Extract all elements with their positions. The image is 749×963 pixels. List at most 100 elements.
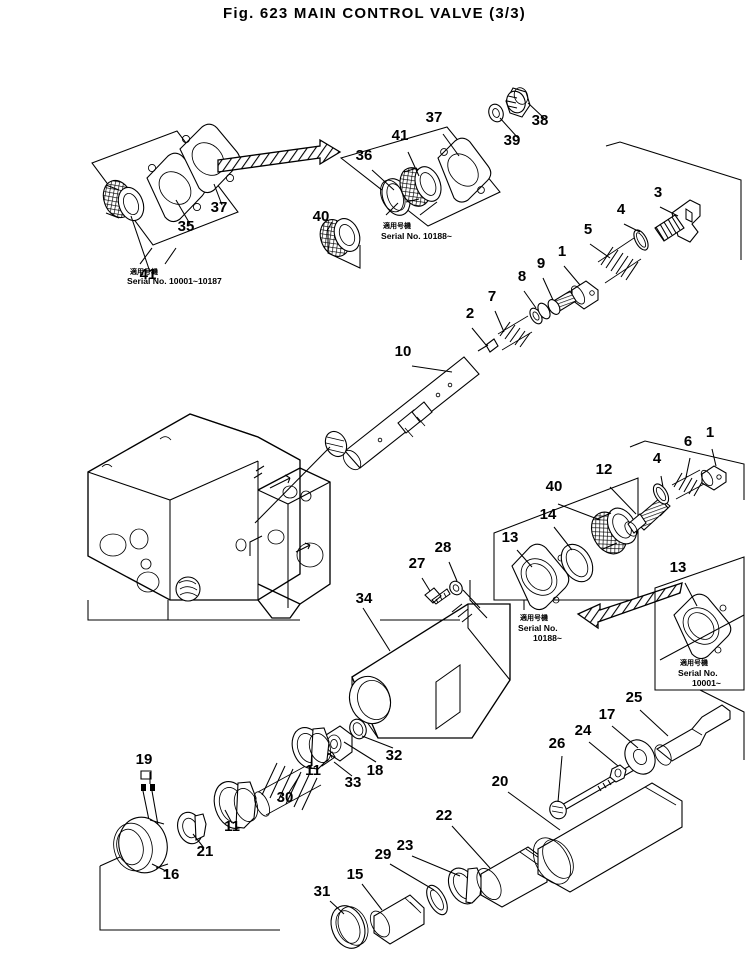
part-25-sleeve [654,704,731,766]
serial-text-right-lower-1: Serial No. [678,668,718,678]
part-6-spring [671,469,705,500]
part-38-bolt [505,87,531,118]
part-39-washer [488,103,504,123]
callout-18: 18 [367,762,384,779]
group-27-28-fastener [421,561,488,619]
part-14-seal [560,543,594,583]
part-40-bushing-lower [590,507,638,555]
callout-37b: 37 [426,109,443,126]
callout-27: 27 [409,555,426,572]
callout-19: 19 [136,751,153,768]
callout-25: 25 [626,689,643,706]
part-30-spring [253,761,322,817]
callout-16: 16 [163,866,180,883]
part-27-bolt [424,587,451,605]
callout-9: 9 [537,255,545,272]
callout-28: 28 [435,539,452,556]
callout-40: 40 [313,208,330,225]
part-3-plug [654,199,701,243]
part-16-seal [113,816,169,874]
callout-15: 15 [347,866,364,883]
callout-29: 29 [375,846,392,863]
part-20-cylinder [532,782,683,893]
part-23-ring [447,867,483,905]
callout-30: 30 [277,789,294,806]
callout-17: 17 [599,706,616,723]
callout-13: 13 [502,529,519,546]
callout-21: 21 [197,843,214,860]
callout-23: 23 [397,837,414,854]
part-37-flange-right [437,137,492,203]
serial-text-mid-right-1: Serial No. [518,623,558,633]
main-valve-body [87,413,348,621]
transfer-arrow-lower [576,582,683,630]
figure-title: Fig. 623 MAIN CONTROL VALVE (3/3) [223,5,526,22]
callout-20: 20 [492,773,509,790]
callout-41b: 41 [392,127,409,144]
callout-26: 26 [549,735,566,752]
callout-37: 37 [211,199,228,216]
part-4-oring-lower [652,483,670,505]
callout-10: 10 [395,343,412,360]
callout-14: 14 [540,506,557,523]
serial-text-top-left: Serial No. 10001~10187 [127,276,222,286]
callout-22: 22 [436,807,453,824]
part-41-bushing-right [399,166,442,207]
part-1-retainer-lower [700,465,727,491]
group-mid-right-box: 適用号機 Serial No. 10188~ [493,477,639,643]
callout-13b: 13 [670,559,687,576]
group-right-lower-box: 適用号機 Serial No. 10001~ [654,556,745,691]
part-12-ribbed-body [624,497,671,537]
callout-4b: 4 [653,450,662,467]
callout-number-layer: 41 35 37 36 41 37 39 38 40 2 7 8 9 1 5 4… [136,109,715,900]
part-29-ring [426,884,448,916]
callout-4: 4 [617,201,626,218]
part-7-spring-small [497,315,533,351]
group-lower-spool-assembly [557,440,745,555]
box-outline-right-lower [654,556,745,691]
callout-40b: 40 [546,478,563,495]
callout-35: 35 [178,218,195,235]
part-34-cover [348,603,511,739]
part-37-flange-left [179,123,241,194]
callout-6: 6 [684,433,692,450]
group-upper-spool-assembly [471,141,742,353]
callout-7: 7 [488,288,496,305]
part-22-piston [476,846,548,908]
part-15-sleeve [369,894,425,945]
part-28-washer [449,580,463,596]
part-11-seal-right [291,727,332,770]
callout-41: 41 [140,266,157,283]
part-5-spring [597,237,642,284]
serial-jp-top-right: 適用号機 [383,221,411,230]
serial-jp-right-lower: 適用号機 [680,658,708,667]
group-top-right-box: 適用号機 Serial No. 10188~ [339,87,546,241]
part-8-rings [529,302,551,325]
callout-11: 11 [224,818,240,835]
part-41-bushing-left [102,179,145,222]
serial-jp-top-left: 適用号機 [130,267,158,276]
frame-lower-spool [629,440,745,500]
callout-39: 39 [504,132,521,149]
callout-12: 12 [596,461,613,478]
serial-text-mid-right-2: 10188~ [533,633,562,643]
part-1-retainer-upper [570,280,599,310]
part-21-ring [177,811,207,845]
part-10-spool-rod [342,356,480,471]
part-2-screw [477,338,499,353]
callout-3: 3 [654,184,662,201]
group-top-left-box: 適用号機 Serial No. 10001~10187 [91,123,241,286]
callout-38: 38 [532,112,549,129]
part-24-nut [609,764,627,783]
part-32-oring [349,718,367,740]
part-4-oring-upper [633,229,649,251]
group-lower-left-assembly [99,727,332,931]
part-11-seal-left [213,781,259,829]
part-13-flange-right [673,593,732,660]
frame-upper-spool [605,141,742,260]
callout-11b: 11 [305,762,321,779]
callout-34: 34 [356,590,373,607]
callout-8: 8 [518,268,526,285]
